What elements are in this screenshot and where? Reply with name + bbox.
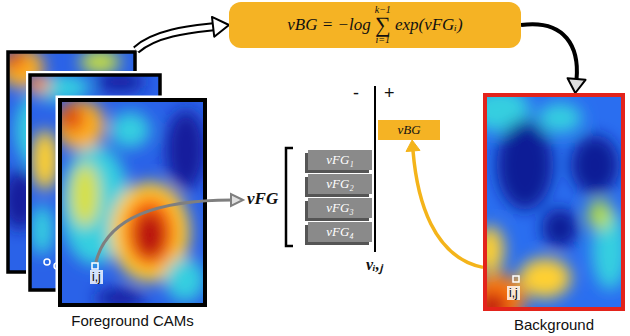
foreground-bar: vFG₂ <box>308 174 372 194</box>
caption: Foreground CAMs <box>71 312 194 329</box>
arrow-head <box>568 78 586 93</box>
background-bar: vBG <box>378 120 440 140</box>
formula-text: exp(vFGᵢ) <box>395 15 463 35</box>
bar-text: vBG <box>397 122 420 138</box>
foreground-bar: vFG₁ <box>308 150 372 170</box>
arrow-head <box>212 17 229 37</box>
axis-line <box>374 86 376 252</box>
bracket <box>286 148 293 246</box>
vector-label: vFG <box>247 190 278 209</box>
bar-text: vFG₄ <box>326 224 354 240</box>
sum-limit: i=1 <box>376 35 391 45</box>
foreground-bar: vFG₃ <box>308 198 372 218</box>
bar-text: vFG₁ <box>326 152 354 168</box>
connector-line <box>521 24 577 79</box>
background-heatmap <box>483 93 625 311</box>
sign-label: - <box>353 84 359 104</box>
sum-sign: ∑ <box>375 15 391 36</box>
leader-arrow <box>96 200 232 262</box>
pixel-index: i,j <box>90 270 103 284</box>
connector <box>136 17 229 50</box>
bar-text: vFG₂ <box>326 176 354 192</box>
formula-text: vBG = −log <box>287 15 370 35</box>
connector-line <box>136 27 213 50</box>
caption: Background <box>514 316 594 333</box>
pixel-dot <box>44 259 50 265</box>
heatmap-blobs <box>483 93 625 311</box>
sum-operator: k−1∑i=1 <box>375 5 391 46</box>
bar-text: vFG₃ <box>326 200 354 216</box>
pixel-index: i,j <box>507 286 520 300</box>
connector-line <box>413 151 483 267</box>
pixel-marker <box>513 276 519 282</box>
foreground-cams: i,jForeground CAMs <box>8 50 205 305</box>
sign-label: + <box>384 84 395 104</box>
connector <box>521 24 586 93</box>
foreground-bar: vFG₄ <box>308 222 372 242</box>
background-cam: i,jBackground <box>483 93 625 311</box>
connector <box>406 140 483 267</box>
vector-label: vᵢ,ⱼ <box>366 256 383 274</box>
connector-line <box>136 27 213 50</box>
arrow-head <box>406 140 420 152</box>
pixel-marker <box>92 263 98 269</box>
sum-limit: k−1 <box>375 5 391 15</box>
formula-box: vBG = −logk−1∑i=1exp(vFGᵢ) <box>229 2 521 48</box>
leader-head <box>231 194 243 206</box>
